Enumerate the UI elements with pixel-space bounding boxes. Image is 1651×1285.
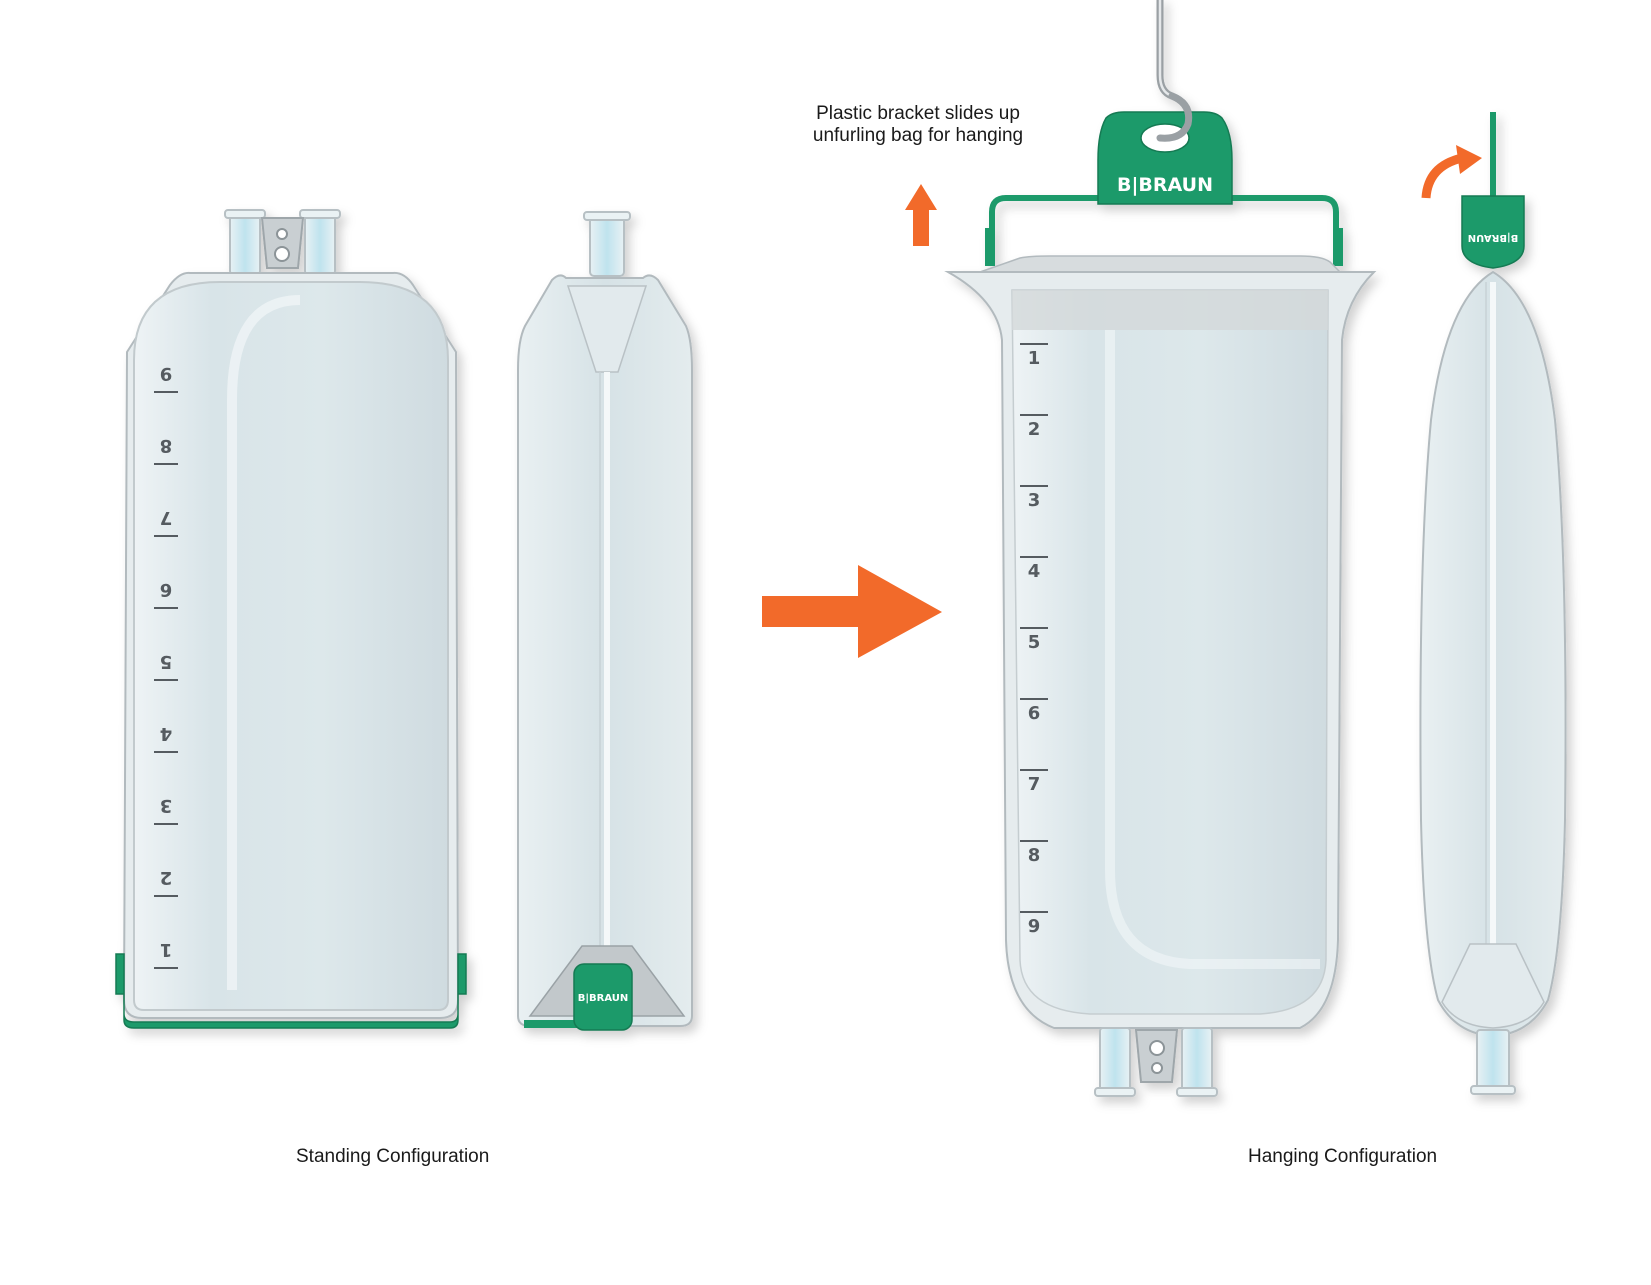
scale-tick-label: 3 (1028, 490, 1041, 511)
hanging-bag-side: B|BRAUN (1419, 112, 1567, 1095)
scale-tick-label: 6 (1028, 703, 1041, 724)
brand-logo-large: B|BRAUN (1117, 174, 1213, 196)
scale-tick-label: 7 (160, 507, 173, 528)
scale-tick-label: 5 (160, 651, 173, 672)
scale-tick-label: 2 (160, 867, 173, 888)
scale-tick-label: 8 (1028, 845, 1041, 866)
scale-tick-label: 1 (1028, 348, 1041, 369)
scale-tick-label: 1 (160, 939, 173, 960)
standing-bag-side: B|BRAUN (517, 211, 693, 1031)
hanging-scale: 1 2 3 4 5 6 7 8 9 (1020, 343, 1048, 937)
bracket-annotation: Plastic bracket slides up unfurling bag … (798, 103, 1038, 147)
brand-logo-small-standing: B|BRAUN (578, 993, 629, 1004)
bracket-annotation-line-1: Plastic bracket slides up (816, 103, 1020, 124)
scale-tick-label: 7 (1028, 774, 1041, 795)
curved-arrow-icon (1421, 145, 1482, 199)
caption-hanging: Hanging Configuration (1248, 1146, 1438, 1167)
right-arrow-icon (762, 565, 942, 658)
scale-tick-label: 6 (160, 579, 173, 600)
brand-logo-small-hanging: B|BRAUN (1468, 232, 1519, 243)
scale-tick-label: 9 (160, 363, 173, 384)
standing-bag-front (115, 209, 467, 1029)
caption-standing: Standing Configuration (296, 1146, 490, 1167)
standing-bag-ports (224, 209, 341, 275)
side-bracket-tab-hanging (1461, 195, 1525, 269)
standing-bracket (115, 953, 467, 1029)
scale-tick-label: 5 (1028, 632, 1041, 653)
scale-tick-label: 2 (1028, 419, 1041, 440)
standing-scale: 9 8 7 6 5 4 3 2 1 (154, 363, 178, 969)
scale-tick-label: 4 (160, 723, 173, 744)
scale-tick-label: 3 (160, 795, 173, 816)
up-arrow-icon (905, 184, 937, 246)
scale-tick-label: 8 (160, 435, 173, 456)
scale-tick-label: 9 (1028, 916, 1041, 937)
bracket-annotation-line-2: unfurling bag for hanging (812, 125, 1024, 146)
scale-tick-label: 4 (1028, 561, 1041, 582)
hanging-bag-front: B|BRAUN (944, 0, 1377, 1097)
side-bracket-tab (573, 963, 633, 1031)
